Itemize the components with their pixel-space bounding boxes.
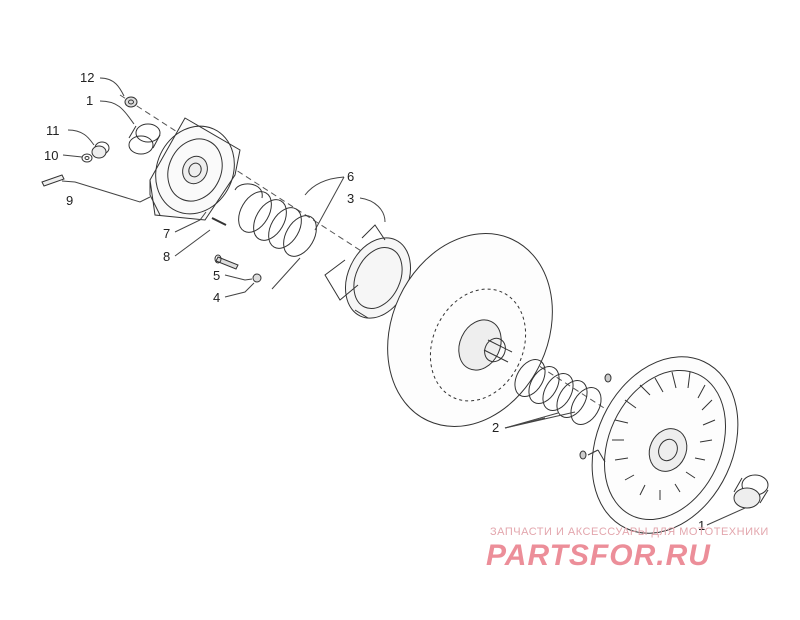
part-8-pin	[211, 217, 227, 226]
callout-3: 3	[347, 191, 354, 206]
movable-sheave	[387, 233, 553, 427]
part-11-roller	[91, 141, 110, 159]
callout-4: 4	[213, 290, 220, 305]
part-2-spring	[514, 359, 602, 425]
part-5-screw	[214, 254, 239, 270]
watermark-logo: PARTSFOR.RU	[486, 539, 711, 572]
part-10-washer	[81, 153, 93, 163]
part-7-spider-plate	[149, 117, 241, 221]
part-9-pin	[41, 174, 65, 187]
callout-5: 5	[213, 268, 220, 283]
callout-8: 8	[163, 249, 170, 264]
watermark-tagline: ЗАПЧАСТИ И АКСЕССУАРЫ ДЛЯ МОТОТЕХНИКИ	[490, 526, 769, 538]
part-1-bushing-bottom	[733, 474, 769, 509]
callout-1-top: 1	[86, 93, 93, 108]
part-12-nut	[124, 96, 138, 108]
part-6-spring	[234, 183, 317, 257]
callout-7: 7	[163, 226, 170, 241]
callout-11: 11	[46, 123, 60, 138]
callout-labels: 12 1 11 10 9 7 8 6 3 5 4 2 1	[44, 70, 705, 533]
part-4-washer	[252, 273, 262, 283]
callout-12: 12	[80, 70, 94, 85]
callout-10: 10	[44, 148, 58, 163]
part-1-bushing-top	[128, 123, 161, 155]
part-3-cam	[324, 224, 411, 319]
callout-2: 2	[492, 420, 499, 435]
callout-6: 6	[347, 169, 354, 184]
callout-1-bottom: 1	[698, 518, 705, 533]
fixed-sheave	[579, 356, 739, 534]
leader-lines	[61, 77, 746, 526]
callout-9: 9	[66, 193, 73, 208]
